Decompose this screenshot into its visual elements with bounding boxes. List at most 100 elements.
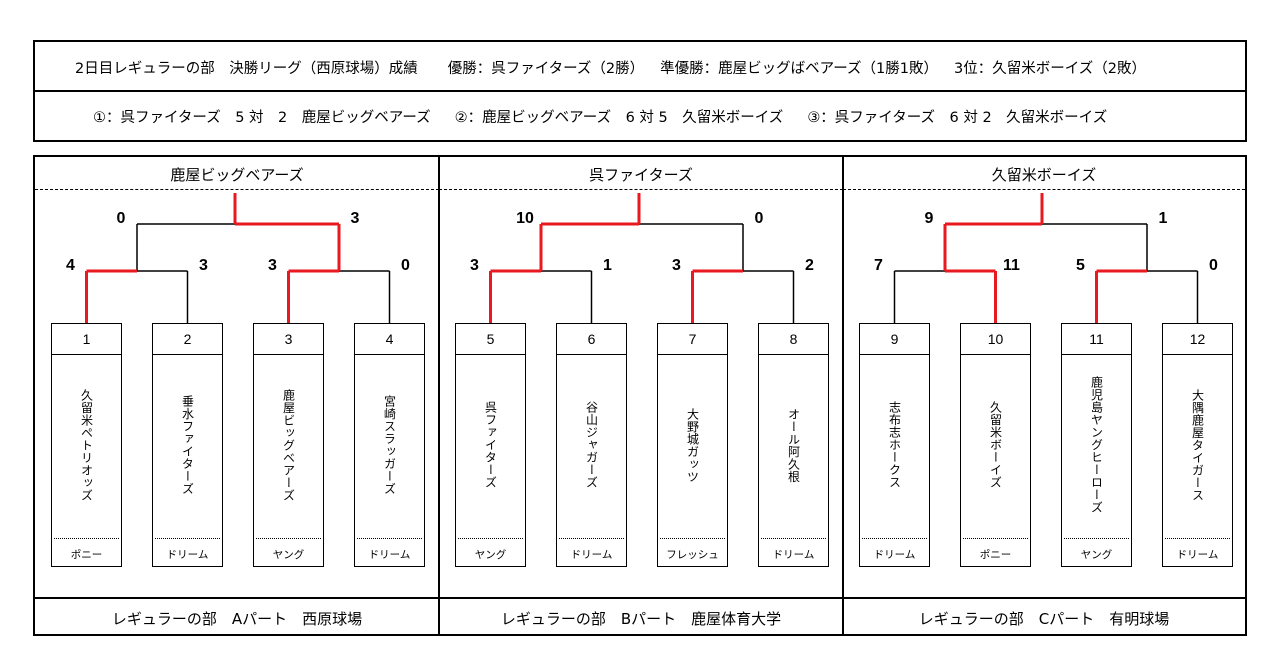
team-league: ドリーム	[368, 549, 411, 561]
footer-divider	[35, 597, 439, 599]
team-number: 2	[153, 324, 222, 355]
summary-title: 2日目レギュラーの部 決勝リーグ（西原球場）成績	[75, 61, 418, 77]
team-league: ドリーム	[570, 549, 613, 561]
summary-game-2: ②：鹿屋ビッグベアーズ 6 対 5 久留米ボーイズ	[454, 110, 784, 126]
summary-line-1: 2日目レギュラーの部 決勝リーグ（西原球場）成績 優勝：呉ファイターズ（2勝） 準優…	[75, 57, 1146, 78]
score-s2: 3	[199, 257, 208, 274]
score-top-right: 0	[755, 210, 764, 227]
team-number: 11	[1062, 324, 1131, 355]
score-s3: 5	[1076, 257, 1085, 274]
part-divider	[438, 157, 440, 634]
score-s1: 3	[470, 257, 479, 274]
team-number: 8	[759, 324, 828, 355]
team-number: 1	[52, 324, 121, 355]
team-league: ヤング	[1080, 549, 1113, 561]
part-champion: 鹿屋ビッグベアーズ	[170, 166, 304, 184]
team-name: 宮崎スラッガーズ	[382, 395, 397, 495]
team-league: ポニー	[979, 549, 1012, 561]
score-s3: 3	[672, 257, 681, 274]
team-divider	[54, 538, 119, 539]
team-number: 12	[1163, 324, 1232, 355]
score-s4: 0	[401, 257, 410, 274]
team-box: 1 久留米ペトリオッズポニー	[51, 323, 122, 567]
team-divider	[155, 538, 220, 539]
team-number: 3	[254, 324, 323, 355]
score-top-left: 10	[516, 210, 534, 227]
part-footer: レギュラーの部 Cパート 有明球場	[918, 610, 1170, 628]
part-footer: レギュラーの部 Bパート 鹿屋体育大学	[500, 610, 782, 628]
team-name-cell: 宮崎スラッガーズ	[355, 364, 424, 526]
team-divider	[357, 538, 422, 539]
team-name-cell: 久留米ペトリオッズ	[52, 364, 121, 526]
team-name: 久留米ペトリオッズ	[79, 388, 94, 502]
summary-line-2: ①：呉ファイターズ 5 対 2 鹿屋ビッグベアーズ ②：鹿屋ビッグベアーズ 6 対…	[93, 106, 1107, 127]
team-name: 志布志ホークス	[887, 401, 902, 489]
results-summary-box: 2日目レギュラーの部 決勝リーグ（西原球場）成績 優勝：呉ファイターズ（2勝） 準優…	[33, 40, 1247, 142]
team-league: ヤング	[474, 549, 507, 561]
score-top-right: 3	[351, 210, 360, 227]
team-name-cell: 呉ファイターズ	[456, 364, 525, 526]
score-s1: 7	[874, 257, 883, 274]
summary-runner-up: 準優勝：鹿屋ビッグばベアーズ（1勝1敗）	[660, 61, 939, 77]
team-box: 3 鹿屋ビッグベアーズヤング	[253, 323, 324, 567]
team-box: 10 久留米ボーイズポニー	[960, 323, 1031, 567]
team-name: オール阿久根	[786, 407, 801, 483]
team-name-cell: 垂水ファイターズ	[153, 364, 222, 526]
team-number: 10	[961, 324, 1030, 355]
team-name-cell: 大野城ガッツ	[658, 364, 727, 526]
team-name: 谷山ジャガーズ	[584, 401, 599, 489]
team-name: 呉ファイターズ	[483, 401, 498, 489]
summary-game-3: ③：呉ファイターズ 6 対 2 久留米ボーイズ	[807, 110, 1108, 126]
team-name: 久留米ボーイズ	[988, 401, 1003, 489]
part-footer: レギュラーの部 Aパート 西原球場	[111, 610, 363, 628]
team-name-cell: 鹿児島ヤングヒーローズ	[1062, 364, 1131, 526]
score-s3: 3	[268, 257, 277, 274]
team-box: 12 大隅鹿屋タイガースドリーム	[1162, 323, 1233, 567]
score-s2: 1	[603, 257, 612, 274]
team-divider	[862, 538, 927, 539]
score-s1: 4	[66, 257, 75, 274]
bracket-lines: 0 3 4 3 3 0	[66, 193, 410, 323]
team-league: ドリーム	[166, 549, 209, 561]
team-box: 6 谷山ジャガーズドリーム	[556, 323, 627, 567]
team-league: ドリーム	[1176, 549, 1219, 561]
score-s2: 11	[1003, 257, 1020, 274]
team-name-cell: 大隅鹿屋タイガース	[1163, 364, 1232, 526]
champion-divider	[35, 189, 439, 190]
team-name-cell: 久留米ボーイズ	[961, 364, 1030, 526]
score-top-right: 1	[1159, 210, 1168, 227]
team-divider	[1064, 538, 1129, 539]
team-league: フレッシュ	[666, 549, 719, 561]
part-divider	[842, 157, 844, 634]
team-box: 8 オール阿久根ドリーム	[758, 323, 829, 567]
team-league: ドリーム	[873, 549, 916, 561]
summary-game-1: ①：呉ファイターズ 5 対 2 鹿屋ビッグベアーズ	[93, 110, 431, 126]
team-league: ポニー	[70, 549, 103, 561]
team-divider	[660, 538, 725, 539]
team-league: ドリーム	[772, 549, 815, 561]
team-league: ヤング	[272, 549, 305, 561]
team-divider	[458, 538, 523, 539]
team-divider	[761, 538, 826, 539]
team-divider	[963, 538, 1028, 539]
team-box: 11 鹿児島ヤングヒーローズヤング	[1061, 323, 1132, 567]
team-divider	[559, 538, 624, 539]
footer-divider	[843, 597, 1245, 599]
team-name-cell: 志布志ホークス	[860, 364, 929, 526]
team-name-cell: オール阿久根	[759, 364, 828, 526]
score-s4: 0	[1209, 257, 1218, 274]
champion-divider	[843, 189, 1245, 190]
team-number: 6	[557, 324, 626, 355]
summary-winner: 優勝：呉ファイターズ（2勝）	[447, 61, 645, 77]
team-divider	[1165, 538, 1230, 539]
score-top-left: 0	[117, 210, 126, 227]
team-name: 垂水ファイターズ	[180, 395, 195, 495]
team-name: 鹿屋ビッグベアーズ	[281, 388, 296, 502]
bracket-frame: 鹿屋ビッグベアーズ 0 3 4 3 3 0 1 久留米ペトリオッズポニー 2 垂水ファイターズドリー…	[33, 155, 1247, 636]
team-divider	[256, 538, 321, 539]
